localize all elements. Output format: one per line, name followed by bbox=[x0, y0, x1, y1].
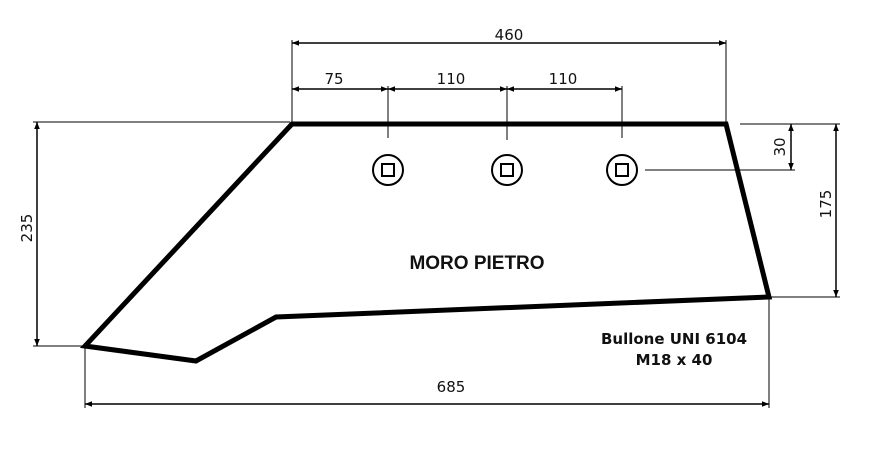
dim-hole-offset-2: 110 bbox=[437, 70, 466, 88]
bolt-note-line1: Bullone UNI 6104 bbox=[601, 330, 747, 348]
extension-lines bbox=[33, 40, 840, 408]
bolt-note-line2: M18 x 40 bbox=[636, 351, 713, 369]
blade-outline bbox=[79, 121, 773, 364]
drawing-title: MORO PIETRO bbox=[409, 253, 544, 274]
dimension-lines bbox=[34, 40, 839, 407]
dim-right-height: 175 bbox=[817, 190, 835, 219]
dim-hole-offset-3: 110 bbox=[549, 70, 578, 88]
dim-left-height: 235 bbox=[18, 214, 36, 243]
bolt-hole-2 bbox=[491, 154, 523, 186]
dim-hole-offset-1: 75 bbox=[324, 70, 343, 88]
bolt-hole-3 bbox=[606, 154, 638, 186]
dim-top-total: 460 bbox=[495, 26, 524, 44]
dim-hole-from-top: 30 bbox=[771, 137, 789, 156]
bolt-hole-1 bbox=[372, 154, 404, 186]
dim-bottom-length: 685 bbox=[437, 378, 466, 396]
